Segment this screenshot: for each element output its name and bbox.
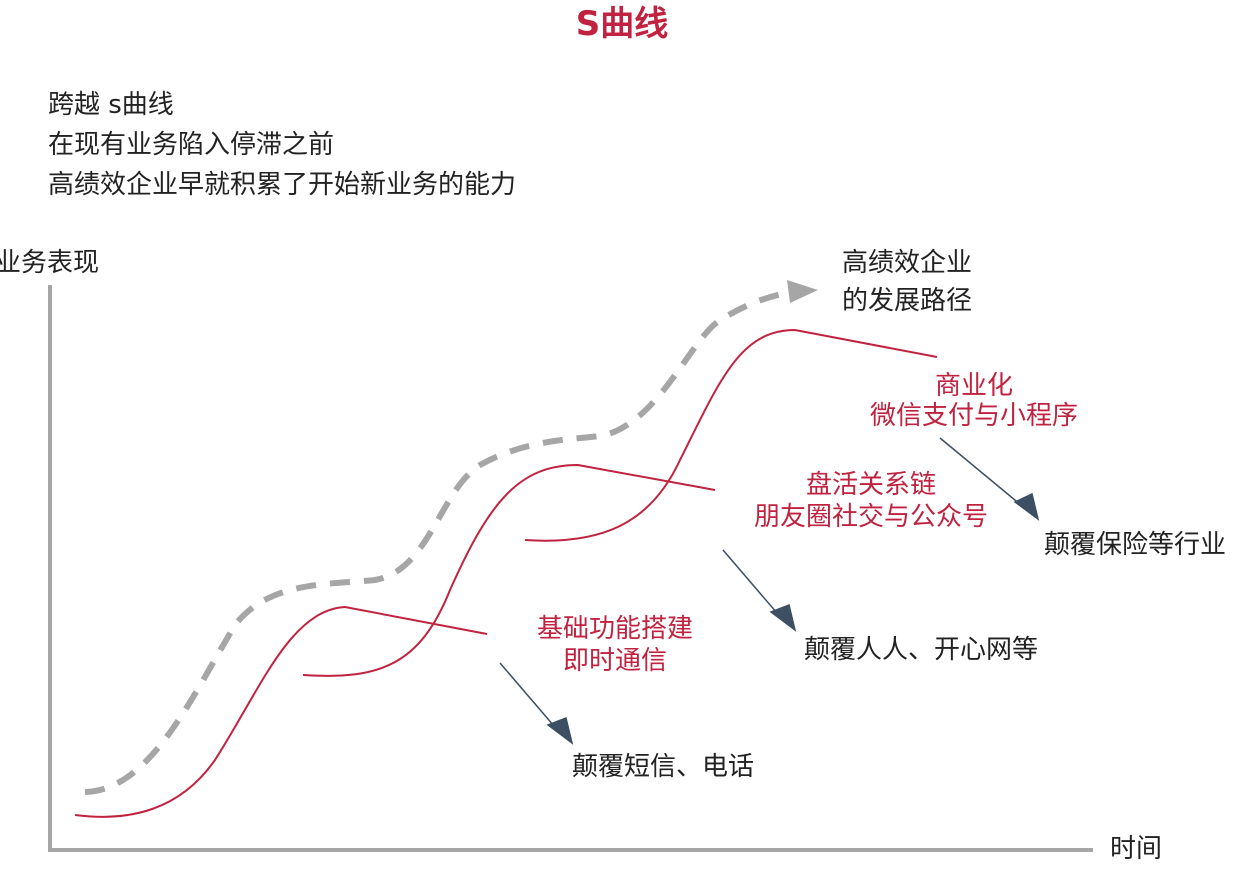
diagram-title: S曲线: [575, 4, 669, 44]
arrow-1-head: [546, 716, 574, 745]
stage-3-label: 商业化: [934, 371, 1014, 401]
high-performance-path-dashed: [84, 289, 793, 795]
arrow-3-head: [1013, 492, 1040, 521]
y-axis-label: 业务表现: [0, 248, 100, 278]
stage-1-label: 基础功能搭建: [536, 614, 694, 644]
stage-2-outcome: 颠覆人人、开心网等: [804, 635, 1039, 665]
intro-line: 在现有业务陷入停滞之前: [48, 130, 335, 160]
arrow-2-head: [769, 603, 797, 632]
stage-1-label: 即时通信: [562, 646, 668, 676]
stage-3-outcome: 颠覆保险等行业: [1044, 530, 1227, 560]
dashed-path-arrowhead: [787, 280, 818, 303]
stage-2-label: 朋友圈社交与公众号: [753, 502, 989, 532]
arrow-3: [939, 437, 1028, 511]
s-curve-2: [302, 463, 716, 677]
arrow-1: [499, 662, 561, 734]
stage-1-outcome: 颠覆短信、电话: [572, 752, 755, 782]
stage-3-label: 微信支付与小程序: [869, 401, 1079, 431]
s-curve-3: [524, 328, 938, 542]
path-label: 高绩效企业: [842, 248, 973, 278]
stage-2-label: 盘活关系链: [805, 470, 937, 500]
s-curve-1: [74, 605, 488, 818]
x-axis-label: 时间: [1110, 834, 1163, 864]
intro-line: 跨越 s曲线: [48, 90, 174, 120]
path-label: 的发展路径: [842, 286, 973, 316]
arrow-2: [722, 549, 784, 621]
intro-line: 高绩效企业早就积累了开始新业务的能力: [48, 170, 517, 200]
